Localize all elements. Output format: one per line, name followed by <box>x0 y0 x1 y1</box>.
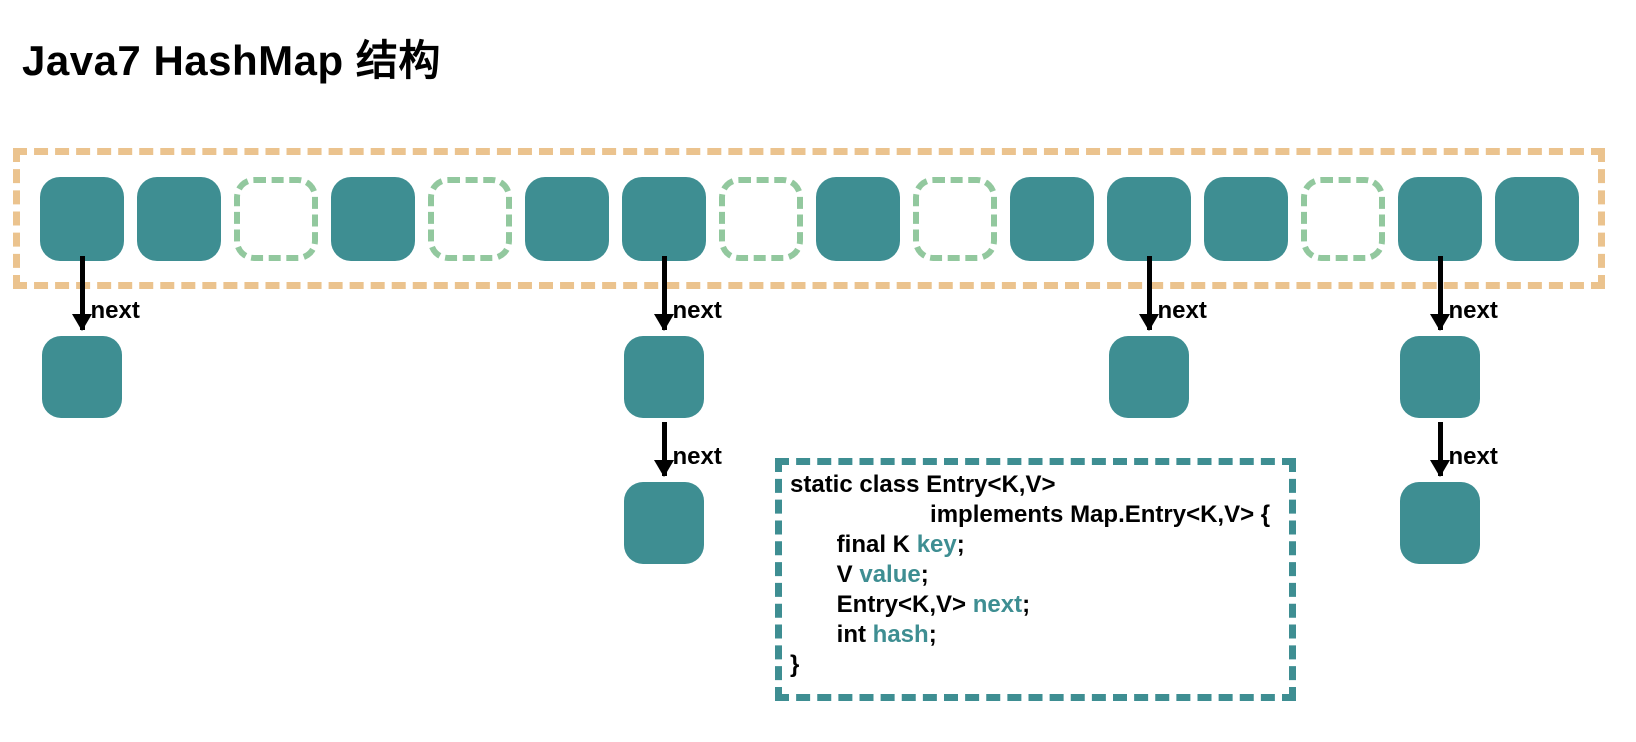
bucket-8-filled <box>816 176 900 261</box>
code-line: static class Entry<K,V> <box>790 470 1289 500</box>
bucket-6-filled <box>622 176 706 261</box>
bucket-1-filled <box>137 176 221 261</box>
bucket-13-empty <box>1301 176 1385 261</box>
code-text: Entry<K,V> <box>790 591 973 618</box>
next-pointer-arrow: next <box>1430 256 1498 331</box>
bucket-7-empty <box>719 176 803 261</box>
next-label: next <box>672 297 722 324</box>
next-label: next <box>1448 443 1498 470</box>
code-keyword: hash <box>872 621 929 648</box>
code-text: final K <box>790 531 917 558</box>
arrowhead-icon <box>1139 314 1159 331</box>
entry-node <box>42 336 122 418</box>
entry-chain-bucket-0: next <box>40 256 140 418</box>
page-title: Java7 HashMap 结构 <box>22 37 441 84</box>
code-text: ; <box>956 531 965 558</box>
entry-chain-bucket-11: next <box>1107 256 1207 418</box>
bucket-4-empty <box>428 176 512 261</box>
next-pointer-arrow: next <box>1430 422 1498 477</box>
code-text: ; <box>920 561 929 588</box>
bucket-15-filled <box>1495 176 1579 261</box>
code-line: final K key; <box>790 530 1289 560</box>
bucket-10-filled <box>1010 176 1094 261</box>
code-lines: static class Entry<K,V> implements Map.E… <box>790 470 1289 680</box>
code-line: } <box>790 650 1289 680</box>
code-text: } <box>790 651 800 678</box>
next-pointer-arrow: next <box>654 256 722 331</box>
arrowhead-icon <box>72 314 92 331</box>
bucket-3-filled <box>331 176 415 261</box>
code-text: int <box>790 621 873 648</box>
bucket-12-filled <box>1204 176 1288 261</box>
code-text: static class Entry<K,V> <box>790 471 1056 498</box>
code-line: implements Map.Entry<K,V> { <box>790 500 1289 530</box>
next-label: next <box>672 443 722 470</box>
bucket-2-empty <box>234 176 318 261</box>
next-label: next <box>1157 297 1207 324</box>
code-text: ; <box>928 621 937 648</box>
entry-class-code-box: static class Entry<K,V> implements Map.E… <box>775 458 1296 701</box>
code-text: implements Map.Entry<K,V> { <box>790 501 1271 528</box>
bucket-5-filled <box>525 176 609 261</box>
code-keyword: key <box>916 531 957 558</box>
entry-node <box>1109 336 1189 418</box>
arrowhead-icon <box>1430 314 1450 331</box>
entry-chain-bucket-14: next next <box>1398 256 1498 564</box>
bucket-9-empty <box>913 176 997 261</box>
code-line: Entry<K,V> next; <box>790 590 1289 620</box>
code-line: V value; <box>790 560 1289 590</box>
entry-node <box>624 482 704 564</box>
code-text: ; <box>1022 591 1031 618</box>
hashmap-bucket-array <box>13 148 1605 289</box>
arrowhead-icon <box>654 460 674 477</box>
code-text: V <box>790 561 860 588</box>
arrowhead-icon <box>1430 460 1450 477</box>
entry-node <box>1400 336 1480 418</box>
code-line: int hash; <box>790 620 1289 650</box>
entry-chain-bucket-6: next next <box>622 256 722 564</box>
next-pointer-arrow: next <box>654 422 722 477</box>
bucket-11-filled <box>1107 176 1191 261</box>
next-pointer-arrow: next <box>1139 256 1207 331</box>
bucket-0-filled <box>40 176 124 261</box>
code-keyword: value <box>859 561 921 588</box>
entry-node <box>1400 482 1480 564</box>
next-label: next <box>90 297 140 324</box>
arrowhead-icon <box>654 314 674 331</box>
next-label: next <box>1448 297 1498 324</box>
bucket-14-filled <box>1398 176 1482 261</box>
entry-node <box>624 336 704 418</box>
next-pointer-arrow: next <box>72 256 140 331</box>
code-keyword: next <box>972 591 1023 618</box>
